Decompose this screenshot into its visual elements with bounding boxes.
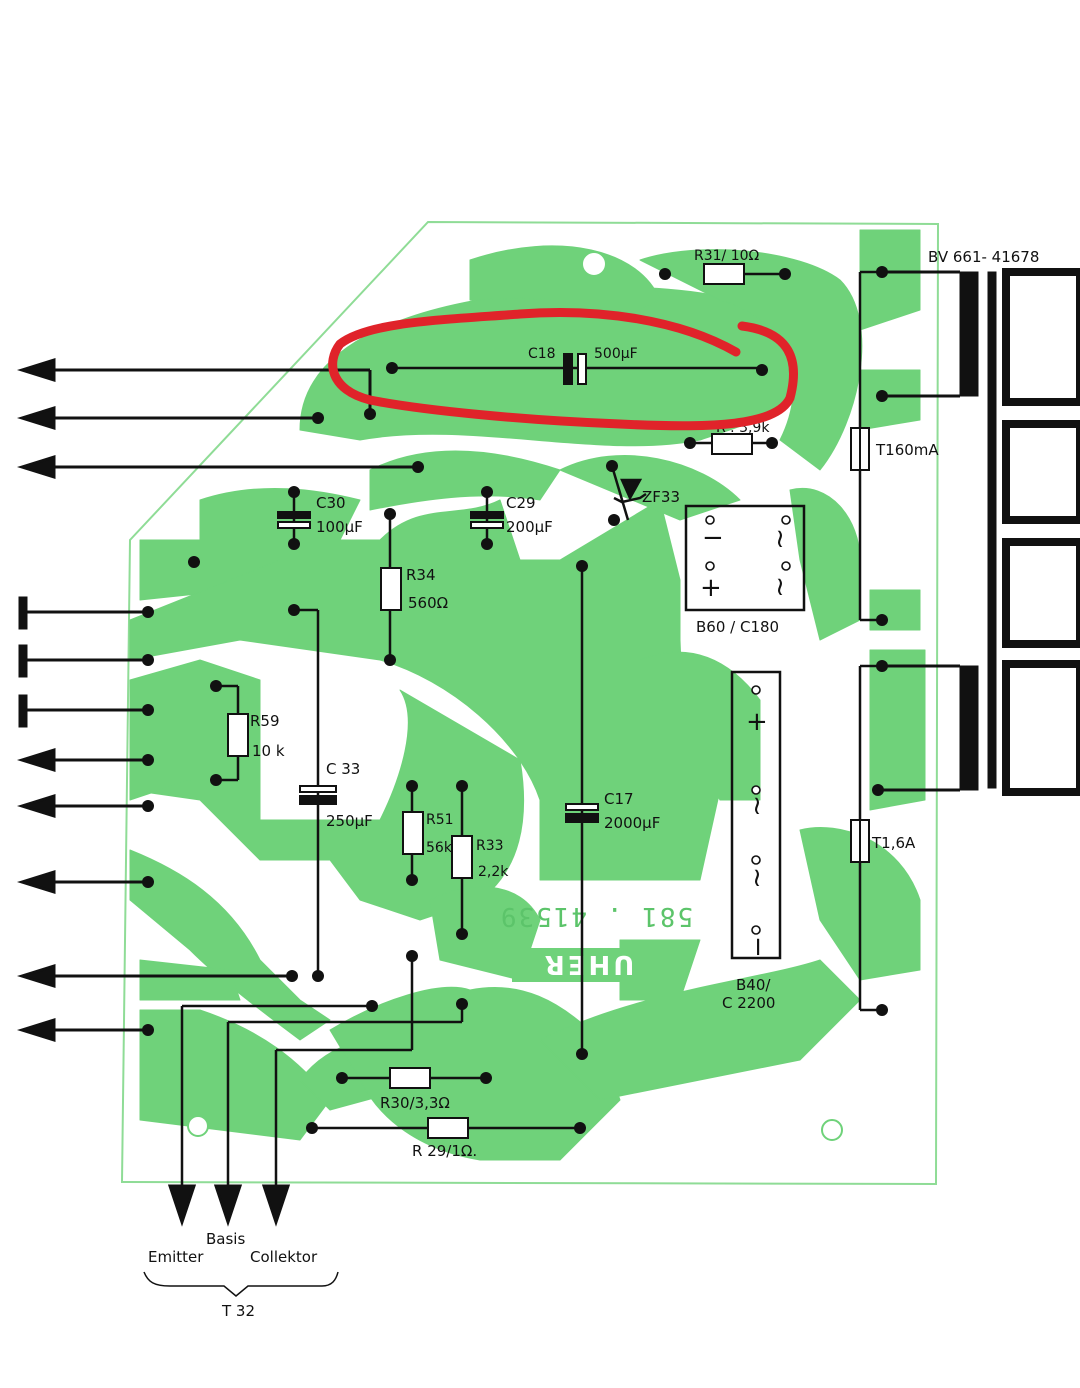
label-zf33: ZF33: [642, 488, 680, 506]
label-c30: C30: [316, 494, 346, 512]
transformer-part-label: BV 661- 41678: [928, 248, 1039, 266]
fuses: [850, 427, 870, 863]
label-r59-value: 10 k: [252, 742, 285, 760]
bridge-pins: [705, 515, 791, 935]
capacitor-c18: [563, 353, 587, 385]
board-print-number: 581 . 41539: [499, 901, 693, 931]
capacitor-c33: [299, 785, 337, 805]
label-c18-value: 500µF: [594, 346, 638, 362]
bridge1-ac-1: ~: [765, 528, 795, 550]
mounting-holes: [187, 251, 843, 1141]
label-r29: R 29/1Ω.: [412, 1142, 477, 1160]
label-bridge2-line1: B40/: [736, 976, 771, 994]
label-r33: R33: [476, 838, 504, 854]
bridge1-plus: +: [700, 573, 722, 603]
label-r51-value: 56k: [426, 840, 453, 856]
label-c17: C17: [604, 790, 634, 808]
label-c30-value: 100µF: [316, 518, 363, 536]
transformer: [880, 268, 1080, 796]
connection-arrows: [16, 357, 418, 1227]
board-outline: [120, 220, 940, 1186]
bridge-rectifier-b60: [684, 504, 806, 612]
arrow-out-7: [16, 963, 292, 989]
highlight-circle: [328, 308, 798, 431]
label-r33-value: 2,2k: [478, 864, 509, 880]
label-basis: Basis: [206, 1230, 245, 1248]
transformer-core-bottom: [959, 665, 979, 791]
mounting-hole-bottom-left: [187, 1115, 209, 1137]
bridge2-ac-1: ~: [742, 795, 772, 817]
zener-diode-zf33: [613, 478, 647, 504]
bridge-rectifier-b40: [730, 670, 782, 960]
label-c29: C29: [506, 494, 536, 512]
label-fuse1: T160mA: [875, 441, 939, 459]
bridge2-plus: +: [746, 707, 768, 737]
arrow-out-8: [16, 1017, 148, 1043]
arrow-out-6: [16, 869, 148, 895]
label-c18: C18: [528, 346, 556, 362]
label-bridge2-line2: C 2200: [722, 994, 775, 1012]
transistor-pinout: Basis Emitter Collektor T 32: [143, 1230, 339, 1320]
label-c17-value: 2000µF: [604, 814, 660, 832]
resistor-r29: [427, 1117, 469, 1139]
capacitor-c29: [470, 511, 504, 529]
label-transistor-name: T 32: [221, 1302, 255, 1320]
label-c29-value: 200µF: [506, 518, 553, 536]
logo-text: UHER: [542, 949, 635, 979]
bridge1-minus: −: [702, 523, 724, 553]
resistor-r33: [451, 835, 473, 879]
pinout-brace: [143, 1271, 339, 1297]
label-r31: R31/ 10Ω: [694, 248, 760, 264]
label-emitter: Emitter: [148, 1248, 204, 1266]
arrow-collector: [261, 1184, 291, 1227]
resistor-r51: [402, 811, 424, 855]
terminal-bar-1: [18, 596, 148, 630]
resistor-r34: [380, 567, 402, 611]
label-c33-value: 250µF: [326, 812, 373, 830]
terminal-bar-2: [18, 644, 148, 678]
label-c33: C 33: [326, 760, 360, 778]
label-r34: R34: [406, 566, 436, 584]
resistor-r30: [389, 1067, 431, 1089]
solder-pads: [142, 266, 888, 1134]
label-fuse2: T1,6A: [871, 834, 916, 852]
transformer-core-top: [959, 271, 979, 397]
label-collector: Collektor: [250, 1248, 318, 1266]
capacitors: [277, 353, 599, 823]
logo-box: [512, 948, 664, 982]
mounting-hole-top: [581, 251, 607, 277]
label-r30: R30/3,3Ω: [380, 1094, 450, 1112]
resistor-r59: [227, 713, 249, 757]
component-labels: R31/ 10Ω C18 500µF R . 3,9k ZF33 T160mA …: [250, 248, 939, 1160]
capacitor-c17: [565, 803, 599, 823]
bridge1-ac-2: ~: [765, 576, 795, 598]
arrow-out-4: [16, 747, 148, 773]
resistor-r31: [703, 263, 745, 285]
bridge2-ac-2: ~: [742, 867, 772, 889]
label-r51: R51: [426, 812, 454, 828]
label-r34-value: 560Ω: [408, 594, 448, 612]
arrow-out-1: [16, 357, 372, 414]
mounting-hole-bottom-right: [821, 1119, 843, 1141]
arrow-basis: [213, 1184, 243, 1227]
terminal-bar-3: [18, 694, 148, 728]
arrow-out-2: [16, 405, 318, 431]
arrow-out-5: [16, 793, 148, 819]
resistors: [227, 263, 753, 1139]
arrow-out-3: [16, 454, 418, 480]
arrow-emitter: [167, 1184, 197, 1227]
capacitor-c30: [277, 511, 311, 529]
label-r59: R59: [250, 712, 280, 730]
resistor-hidden: [711, 433, 753, 455]
label-bridge1: B60 / C180: [696, 618, 779, 636]
bridge2-minus: −: [743, 936, 773, 958]
